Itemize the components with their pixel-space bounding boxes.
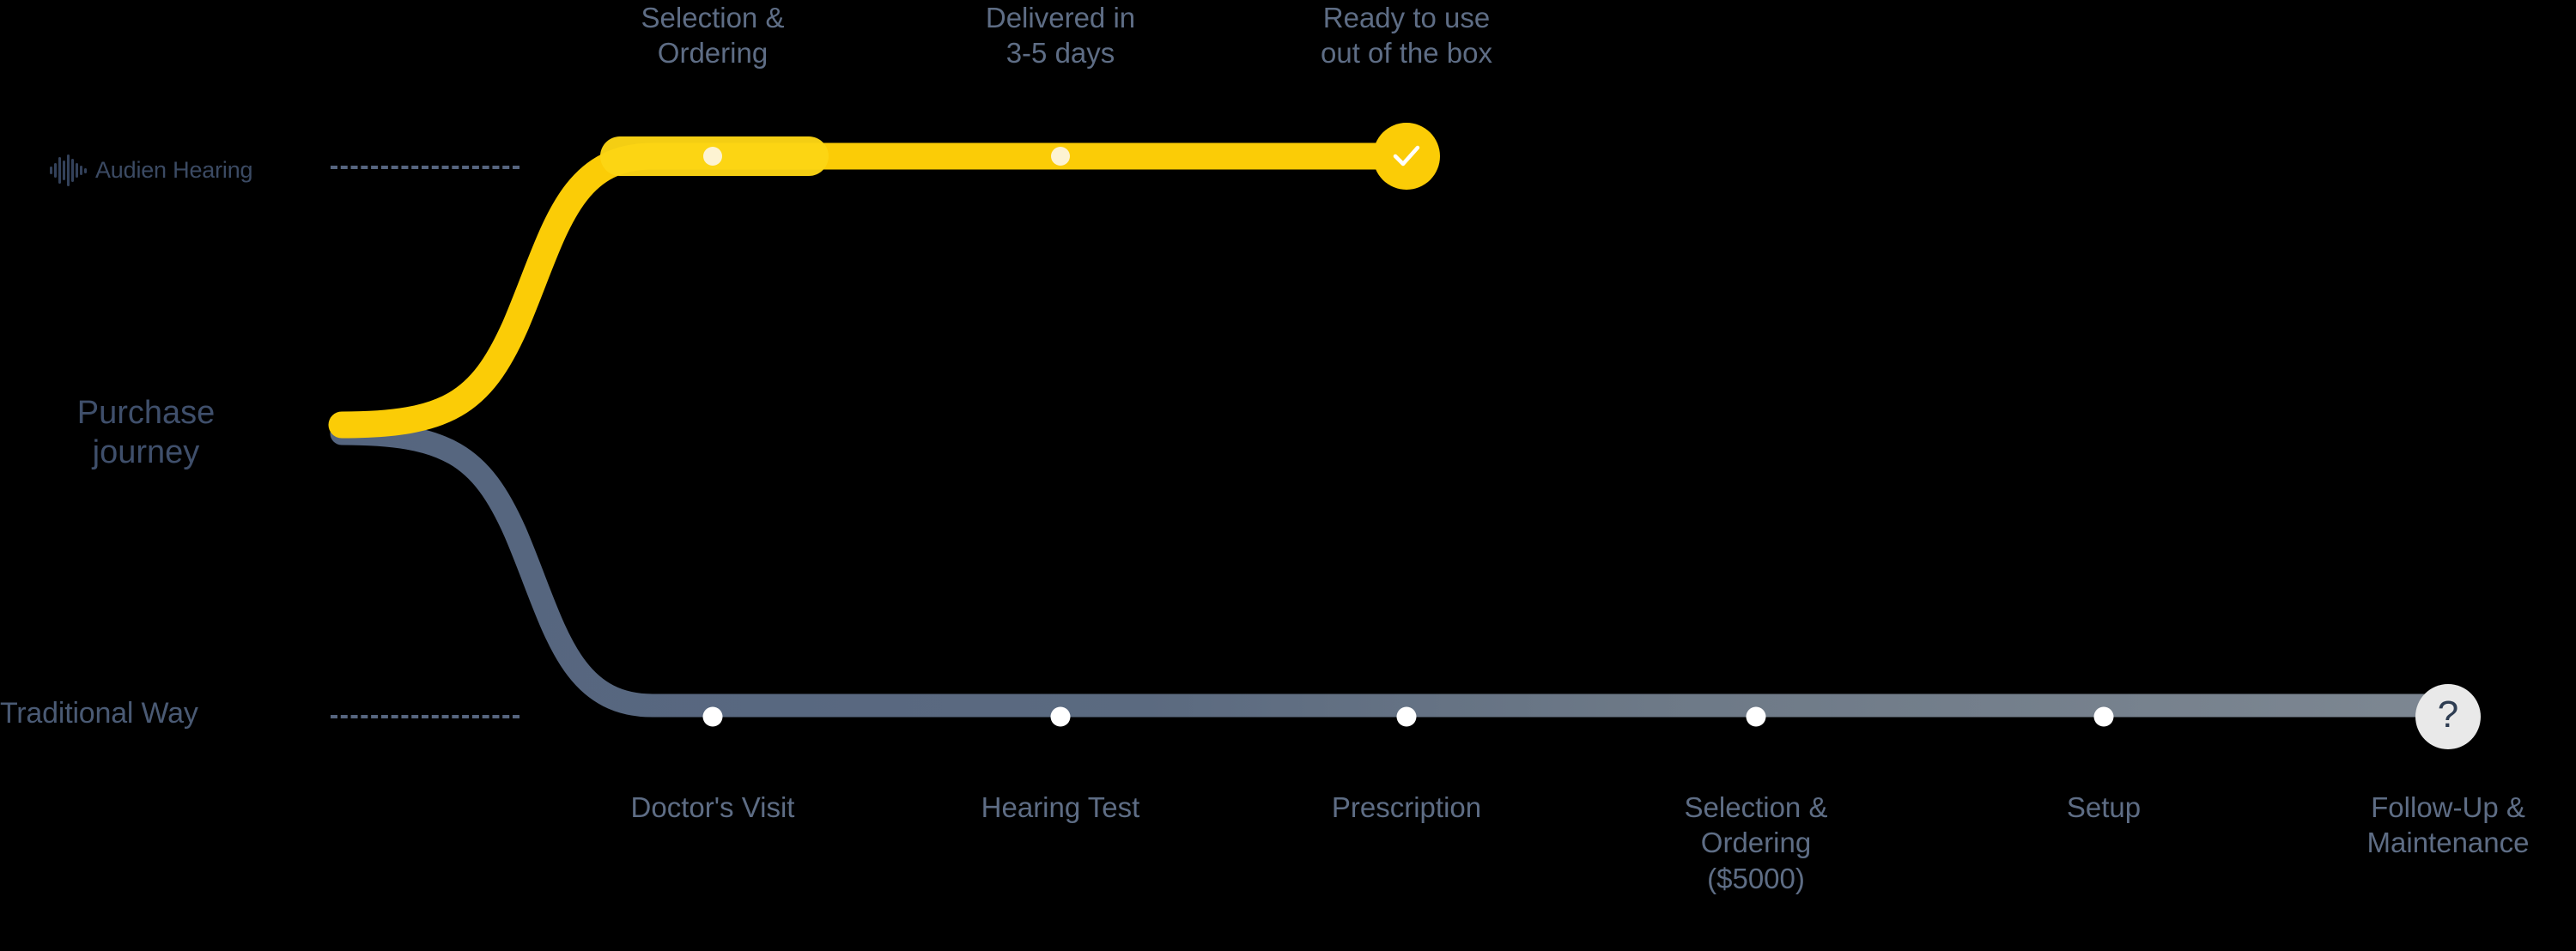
traditional-uncertainty-badge[interactable]: ? [2415,684,2481,749]
row-label-traditional-way: Traditional Way [0,697,198,730]
question-mark-icon: ? [2437,694,2459,736]
audien-track-path [328,142,1431,439]
purchase-journey-line2: journey [92,434,200,471]
row-label-traditional-text: Traditional Way [0,697,198,730]
row-label-audien-text: Audien Hearing [95,156,253,183]
audien-node-dot-1[interactable] [703,147,722,166]
traditional-track-path [330,421,2468,718]
audien-step-label-2: Delivered in 3-5 days [985,2,1136,70]
check-icon [1393,145,1420,167]
traditional-step-label-4: Selection & Ordering ($5000) [1684,791,1828,894]
dashed-connector-audien [331,166,519,169]
traditional-node-dot-2[interactable] [1050,706,1071,727]
audien-completion-badge[interactable] [1373,123,1440,190]
purchase-journey-line1: Purchase [76,395,216,431]
traditional-step-label-6: Follow-Up & Maintenance [2366,791,2530,859]
dashed-connector-traditional [331,715,519,718]
traditional-step-label-1: Doctor's Visit [630,791,795,823]
audien-step-label-3: Ready to use out of the box [1321,2,1492,70]
traditional-node-dot-1[interactable] [702,706,723,727]
audien-step-label-1: Selection & Ordering [641,2,785,70]
traditional-node-dot-5[interactable] [2093,706,2114,727]
traditional-step-label-3: Prescription [1331,791,1482,823]
soundwave-icon [50,154,87,186]
audien-node-dot-2[interactable] [1051,147,1070,166]
traditional-step-label-5: Setup [2066,791,2142,823]
row-label-audien-hearing: Audien Hearing [50,153,253,187]
traditional-node-dot-4[interactable] [1746,706,1766,727]
traditional-node-dot-3[interactable] [1396,706,1417,727]
traditional-step-label-2: Hearing Test [981,791,1140,823]
purchase-journey-label: Purchase journey [34,393,258,473]
